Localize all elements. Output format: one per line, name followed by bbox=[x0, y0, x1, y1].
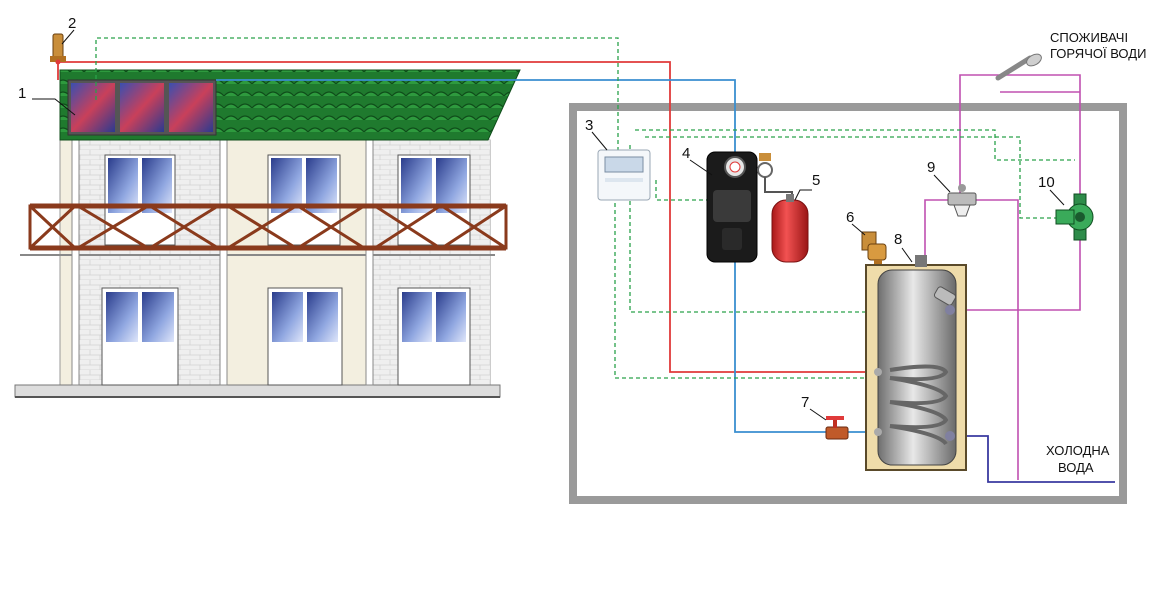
cold-water-caption-line2: ВОДА bbox=[1058, 460, 1094, 475]
drain-valve-icon bbox=[825, 416, 849, 440]
label-8: 8 bbox=[894, 231, 902, 248]
label-10: 10 bbox=[1038, 174, 1055, 191]
cold-water-pipe bbox=[955, 435, 1115, 483]
label-6: 6 bbox=[846, 209, 854, 226]
consumers-caption-line1: СПОЖИВАЧІ bbox=[1050, 30, 1128, 45]
window-lower-3 bbox=[397, 287, 471, 386]
label-4: 4 bbox=[682, 145, 690, 162]
house bbox=[14, 69, 521, 398]
window-upper-1 bbox=[104, 154, 176, 246]
window-lower-2 bbox=[267, 287, 343, 386]
balcony-railing bbox=[28, 203, 508, 251]
window-upper-3 bbox=[397, 154, 471, 246]
consumers-caption-line2: ГОРЯЧОЇ ВОДИ bbox=[1050, 46, 1146, 61]
window-lower-1 bbox=[101, 287, 179, 386]
hot-supply-pipe bbox=[58, 61, 880, 373]
label-7: 7 bbox=[801, 394, 809, 411]
safety-valve-icon bbox=[861, 231, 887, 268]
window-upper-2 bbox=[267, 154, 341, 246]
solar-collector-icon bbox=[67, 79, 217, 136]
safety-group-icon bbox=[757, 153, 793, 200]
label-5: 5 bbox=[812, 172, 820, 189]
equipment-room-frame bbox=[569, 103, 1127, 504]
label-9: 9 bbox=[927, 159, 935, 176]
air-vent-icon bbox=[50, 33, 66, 65]
boiler-tank-icon bbox=[865, 255, 967, 471]
cold-water-caption-line1: ХОЛОДНА bbox=[1046, 443, 1110, 458]
shower-head-icon bbox=[995, 53, 1042, 81]
label-3: 3 bbox=[585, 117, 593, 134]
mixing-valve-icon bbox=[947, 184, 977, 217]
label-2: 2 bbox=[68, 15, 76, 32]
circulation-pump-icon bbox=[1055, 193, 1094, 241]
label-1: 1 bbox=[18, 85, 26, 102]
pump-station-icon bbox=[706, 151, 758, 263]
control-wires bbox=[95, 37, 1075, 379]
controller-icon bbox=[597, 149, 651, 201]
expansion-vessel-icon bbox=[771, 194, 809, 263]
number-labels: 1 2 3 4 5 6 7 8 9 10 bbox=[18, 15, 1065, 421]
